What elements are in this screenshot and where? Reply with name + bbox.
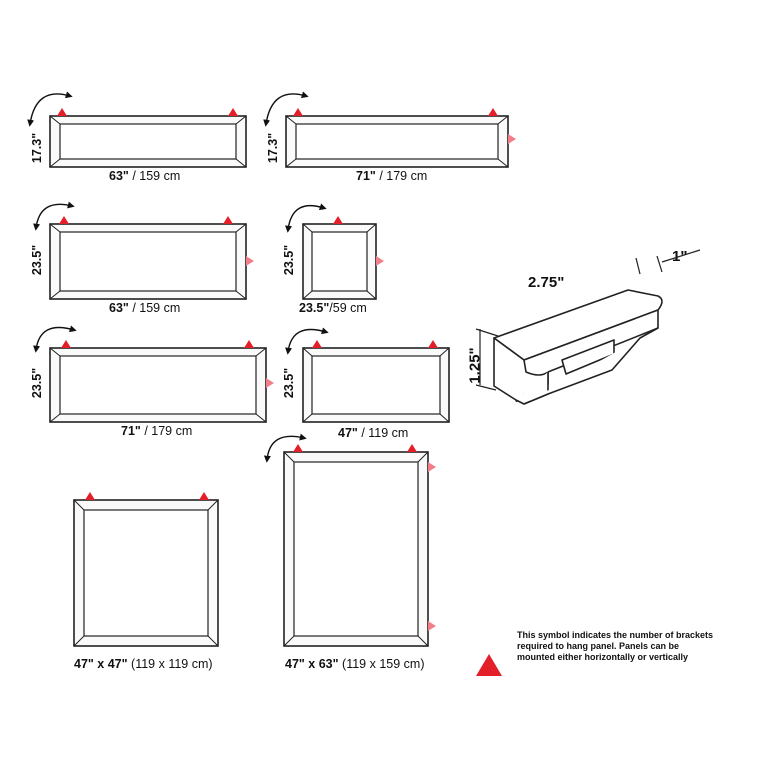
width-inches: 71" bbox=[121, 424, 141, 438]
bracket-marker bbox=[228, 108, 238, 116]
width-inches: 63" bbox=[109, 301, 129, 315]
panel-47x47-frame bbox=[73, 499, 219, 647]
width-label: 71" / 179 cm bbox=[356, 169, 427, 183]
bracket-marker bbox=[293, 108, 303, 116]
width-cm: /59 cm bbox=[329, 301, 367, 315]
bracket-marker bbox=[223, 216, 233, 224]
rotate-arrow-icon bbox=[263, 91, 309, 127]
side-bracket-marker bbox=[428, 462, 436, 472]
rotate-arrow-icon bbox=[27, 91, 73, 127]
size-cm: (119 x 159 cm) bbox=[342, 657, 425, 671]
size-inches: 47" x 63" bbox=[285, 657, 339, 671]
rotate-arrow-icon bbox=[33, 325, 77, 353]
size-label: 47" x 47" (119 x 119 cm) bbox=[74, 657, 213, 671]
side-bracket-marker bbox=[508, 134, 516, 144]
panel-47x63-frame bbox=[283, 451, 429, 647]
rotate-arrow-icon bbox=[285, 327, 329, 355]
bracket-marker bbox=[85, 492, 95, 500]
width-inches: 23.5" bbox=[299, 301, 330, 315]
panel-71x17-frame bbox=[285, 115, 509, 168]
width-cm: / 159 cm bbox=[132, 301, 181, 315]
bracket-marker bbox=[57, 108, 67, 116]
width-inches: 47" bbox=[338, 426, 358, 440]
bracket-marker bbox=[333, 216, 343, 224]
profile-height-label: 1.25" bbox=[466, 347, 484, 384]
height-label: 23.5" bbox=[282, 244, 297, 276]
width-cm: / 179 cm bbox=[379, 169, 428, 183]
width-inches: 63" bbox=[109, 169, 129, 183]
size-inches: 47" x 47" bbox=[74, 657, 128, 671]
panel-23x23-frame bbox=[302, 223, 377, 300]
bracket-marker bbox=[199, 492, 209, 500]
bracket-marker bbox=[244, 340, 254, 348]
width-inches: 71" bbox=[356, 169, 376, 183]
width-cm: / 159 cm bbox=[132, 169, 181, 183]
bracket-marker bbox=[312, 340, 322, 348]
dimension-lines bbox=[475, 249, 701, 391]
panel-63x17-frame bbox=[49, 115, 247, 168]
rotate-arrow-icon bbox=[285, 203, 327, 233]
panel-71x23-frame bbox=[49, 347, 267, 423]
bracket-marker bbox=[407, 444, 417, 452]
height-label: 23.5" bbox=[30, 367, 45, 399]
legend-text: This symbol indicates the number of brac… bbox=[517, 630, 714, 662]
width-label: 71" / 179 cm bbox=[121, 424, 192, 438]
side-bracket-marker bbox=[246, 256, 254, 266]
rotate-arrow-icon bbox=[263, 433, 307, 463]
panel-63x23-frame bbox=[49, 223, 247, 300]
width-cm: / 119 cm bbox=[361, 426, 409, 440]
height-label: 23.5" bbox=[30, 244, 45, 276]
size-label: 47" x 63" (119 x 159 cm) bbox=[285, 657, 425, 671]
rotate-arrow-icon bbox=[33, 201, 75, 231]
bracket-marker bbox=[488, 108, 498, 116]
width-label: 63" / 159 cm bbox=[109, 169, 180, 183]
side-bracket-marker bbox=[376, 256, 384, 266]
bracket-marker bbox=[293, 444, 303, 452]
size-cm: (119 x 119 cm) bbox=[131, 657, 213, 671]
side-bracket-marker bbox=[266, 378, 274, 388]
width-label: 47" / 119 cm bbox=[338, 426, 408, 440]
profile-length-label: 2.75" bbox=[528, 274, 565, 291]
molding-profile-drawing bbox=[493, 289, 663, 405]
width-cm: / 179 cm bbox=[144, 424, 193, 438]
bracket-symbol-icon bbox=[476, 654, 502, 676]
bracket-marker bbox=[59, 216, 69, 224]
height-label: 17.3" bbox=[30, 132, 45, 164]
height-label: 17.3" bbox=[266, 132, 281, 164]
bracket-marker bbox=[61, 340, 71, 348]
width-label: 63" / 159 cm bbox=[109, 301, 180, 315]
panel-47x23-frame bbox=[302, 347, 450, 423]
height-label: 23.5" bbox=[282, 367, 297, 399]
side-bracket-marker bbox=[428, 621, 436, 631]
bracket-marker bbox=[428, 340, 438, 348]
profile-depth-label: 1" bbox=[672, 248, 688, 265]
width-label: 23.5"/59 cm bbox=[299, 301, 367, 315]
